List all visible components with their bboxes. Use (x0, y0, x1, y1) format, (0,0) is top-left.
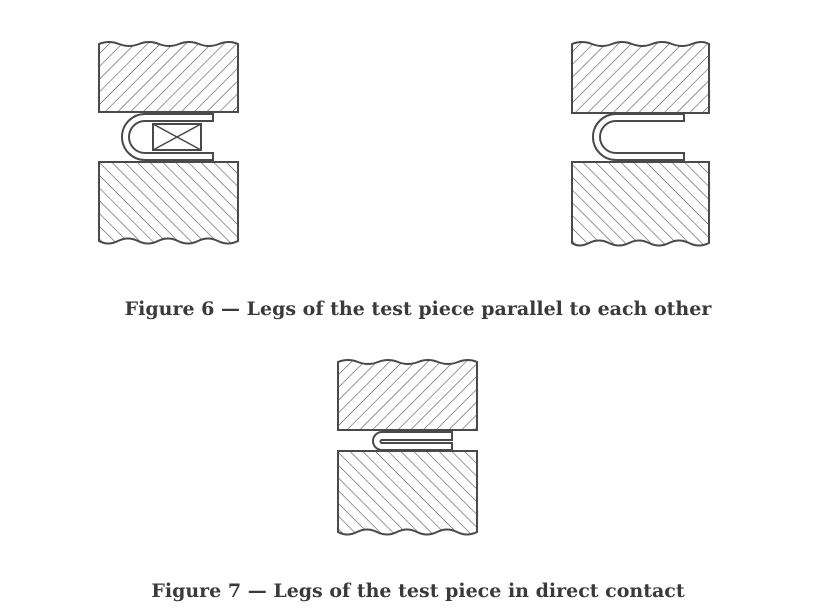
fig7-assembly (337, 359, 478, 536)
upper-platen (571, 41, 710, 114)
lower-platen (571, 161, 710, 247)
spacer-block (152, 123, 202, 151)
bent-test-piece-outer (121, 113, 213, 161)
lower-platen (98, 161, 239, 245)
bent-test-piece-outer (372, 431, 452, 451)
fig6-right-assembly (571, 41, 710, 247)
bent-test-piece (128, 112, 214, 162)
bent-test-piece-outer (592, 113, 684, 161)
figure-6-caption: Figure 6 — Legs of the test piece parall… (124, 298, 712, 320)
bent-test-piece (599, 113, 685, 162)
bent-test-piece (379, 430, 453, 451)
lower-platen (337, 450, 478, 536)
figure-7-caption: Figure 7 — Legs of the test piece in dir… (151, 580, 685, 602)
fig6-left-assembly (98, 41, 239, 245)
upper-platen (337, 359, 478, 431)
upper-platen (98, 41, 239, 113)
